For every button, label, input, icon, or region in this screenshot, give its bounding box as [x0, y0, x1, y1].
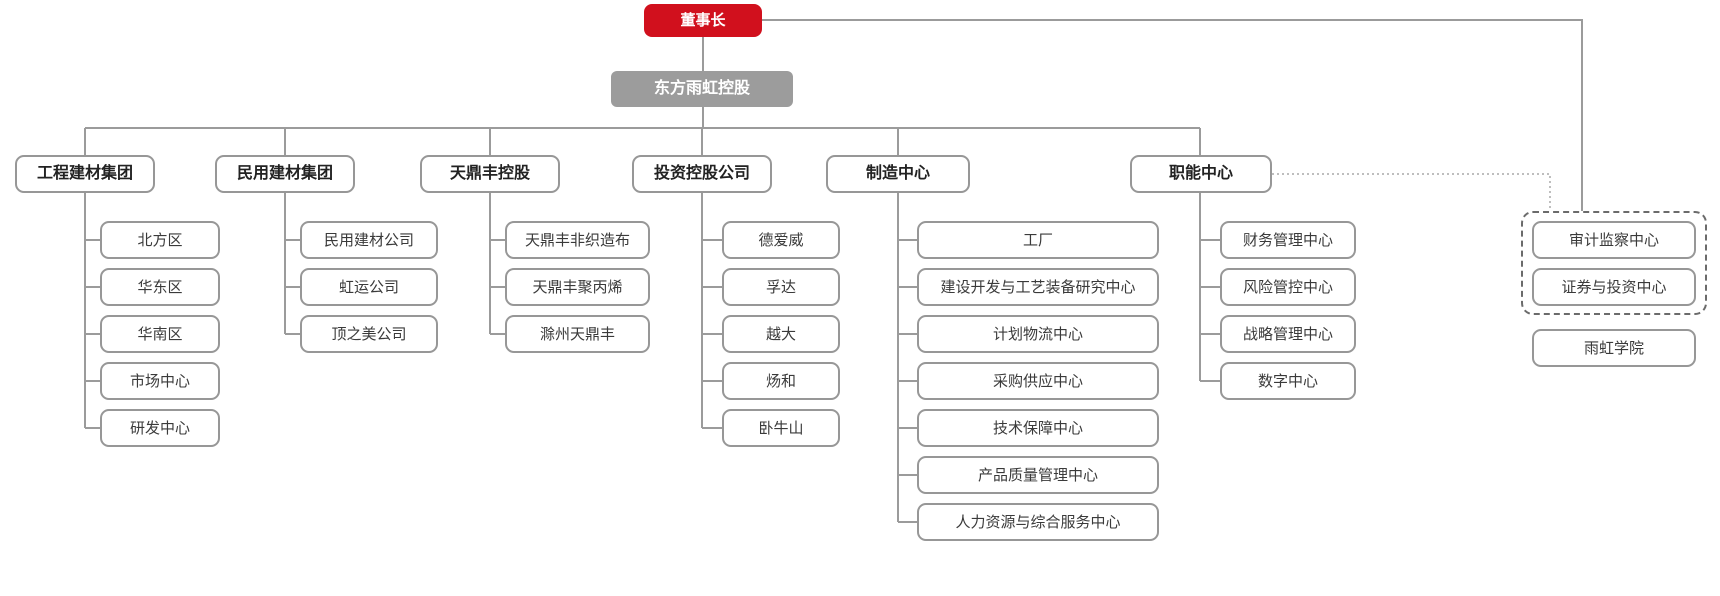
branch-functional-center: 职能中心 — [1130, 155, 1272, 193]
node-east-china-region: 华东区 — [100, 268, 220, 306]
branch-manufacturing-center: 制造中心 — [826, 155, 970, 193]
connector-group-5 — [897, 193, 917, 523]
connector-group-2 — [284, 193, 300, 335]
connector-group-3 — [489, 193, 505, 335]
board-direct-group — [1521, 211, 1707, 315]
connector-group-4 — [701, 193, 722, 429]
node-civil-materials-company: 民用建材公司 — [300, 221, 438, 259]
node-chuzhou-tiandingfeng: 滁州天鼎丰 — [505, 315, 650, 353]
node-fuda: 孚达 — [722, 268, 840, 306]
branch-investment-holding: 投资控股公司 — [632, 155, 772, 193]
node-south-china-region: 华南区 — [100, 315, 220, 353]
node-digital-center: 数字中心 — [1220, 362, 1356, 400]
node-securities-investment-center: 证券与投资中心 — [1532, 268, 1696, 306]
branch-engineering-materials-group: 工程建材集团 — [15, 155, 155, 193]
node-yanghe: 炀和 — [722, 362, 840, 400]
connector-branch-stubs — [84, 128, 1201, 155]
node-tiandingfeng-nonwoven: 天鼎丰非织造布 — [505, 221, 650, 259]
node-marketing-center: 市场中心 — [100, 362, 220, 400]
node-hr-comprehensive-service-center: 人力资源与综合服务中心 — [917, 503, 1159, 541]
node-construction-process-equipment-research-center: 建设开发与工艺装备研究中心 — [917, 268, 1159, 306]
node-woniushan: 卧牛山 — [722, 409, 840, 447]
node-audit-supervision-center: 审计监察中心 — [1532, 221, 1696, 259]
node-planning-logistics-center: 计划物流中心 — [917, 315, 1159, 353]
node-north-region: 北方区 — [100, 221, 220, 259]
node-tiandingfeng-polypropylene: 天鼎丰聚丙烯 — [505, 268, 650, 306]
node-procurement-supply-center: 采购供应中心 — [917, 362, 1159, 400]
node-finance-management-center: 财务管理中心 — [1220, 221, 1356, 259]
node-risk-control-center: 风险管控中心 — [1220, 268, 1356, 306]
node-chairman: 董事长 — [644, 4, 762, 37]
node-deaiwei: 德爱威 — [722, 221, 840, 259]
connector-group-1 — [84, 193, 100, 429]
connector-chairman-board-group — [762, 19, 1583, 211]
node-yuhong-academy: 雨虹学院 — [1532, 329, 1696, 367]
node-factory: 工厂 — [917, 221, 1159, 259]
node-rd-center: 研发中心 — [100, 409, 220, 447]
branch-civil-materials-group: 民用建材集团 — [215, 155, 355, 193]
node-technical-support-center: 技术保障中心 — [917, 409, 1159, 447]
branch-tiandingfeng-holding: 天鼎丰控股 — [420, 155, 560, 193]
node-dingzhimei-company: 顶之美公司 — [300, 315, 438, 353]
connector-dotted-functional-board — [1272, 173, 1551, 211]
node-dongfang-yuhong-holding: 东方雨虹控股 — [611, 71, 793, 107]
connector-group-6 — [1199, 193, 1220, 382]
node-strategy-management-center: 战略管理中心 — [1220, 315, 1356, 353]
node-product-quality-management-center: 产品质量管理中心 — [917, 456, 1159, 494]
node-hongyun-company: 虹运公司 — [300, 268, 438, 306]
node-yueda: 越大 — [722, 315, 840, 353]
